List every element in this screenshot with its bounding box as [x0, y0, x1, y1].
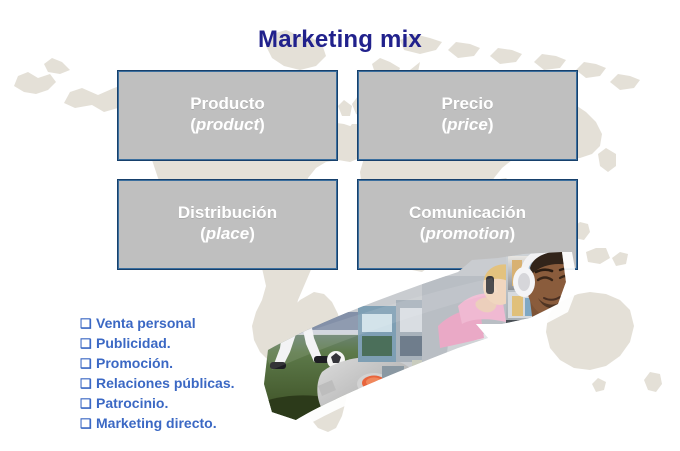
list-item-label: Publicidad.: [96, 335, 171, 351]
marketing-mix-box-distribucion: Distribución (place): [117, 179, 338, 270]
marketing-mix-box-comunicacion: Comunicación (promotion): [357, 179, 578, 270]
list-item-label: Relaciones públicas.: [96, 375, 235, 391]
list-item: ❑ Marketing directo.: [80, 415, 370, 435]
list-item-label: Venta personal: [96, 315, 196, 331]
marketing-mix-box-precio: Precio (price): [357, 70, 578, 161]
square-bullet-icon: ❑: [80, 316, 92, 331]
box-label-english-term: product: [195, 115, 260, 134]
list-item-label: Patrocinio.: [96, 395, 169, 411]
box-label-english: (promotion): [419, 224, 516, 243]
list-item-label: Promoción.: [96, 355, 174, 371]
marketing-mix-box-producto: Producto (product): [117, 70, 338, 161]
box-label-spanish: Precio: [441, 94, 494, 113]
square-bullet-icon: ❑: [80, 336, 92, 351]
list-item-label: Marketing directo.: [96, 415, 217, 431]
square-bullet-icon: ❑: [80, 356, 92, 371]
square-bullet-icon: ❑: [80, 396, 92, 411]
box-label-spanish: Distribución: [177, 203, 278, 222]
page-title: Marketing mix: [258, 26, 422, 53]
square-bullet-icon: ❑: [80, 416, 92, 431]
box-label-english-term: place: [205, 224, 250, 243]
box-label-spanish: Comunicación: [408, 203, 527, 222]
box-label-english-term: promotion: [425, 224, 510, 243]
list-item: ❑ Venta personal: [80, 315, 370, 335]
photo-collage-ribbon: [264, 252, 578, 427]
box-label-english: (price): [441, 115, 494, 134]
square-bullet-icon: ❑: [80, 376, 92, 391]
box-label-english: (place): [200, 224, 255, 243]
list-item: ❑ Relaciones públicas.: [80, 375, 370, 395]
promotion-tools-list: ❑ Venta personal ❑ Publicidad. ❑ Promoci…: [80, 315, 370, 435]
box-label-english-term: price: [447, 115, 488, 134]
list-item: ❑ Patrocinio.: [80, 395, 370, 415]
box-label-spanish: Producto: [190, 94, 265, 113]
list-item: ❑ Promoción.: [80, 355, 370, 375]
box-label-english: (product): [190, 115, 265, 134]
list-item: ❑ Publicidad.: [80, 335, 370, 355]
